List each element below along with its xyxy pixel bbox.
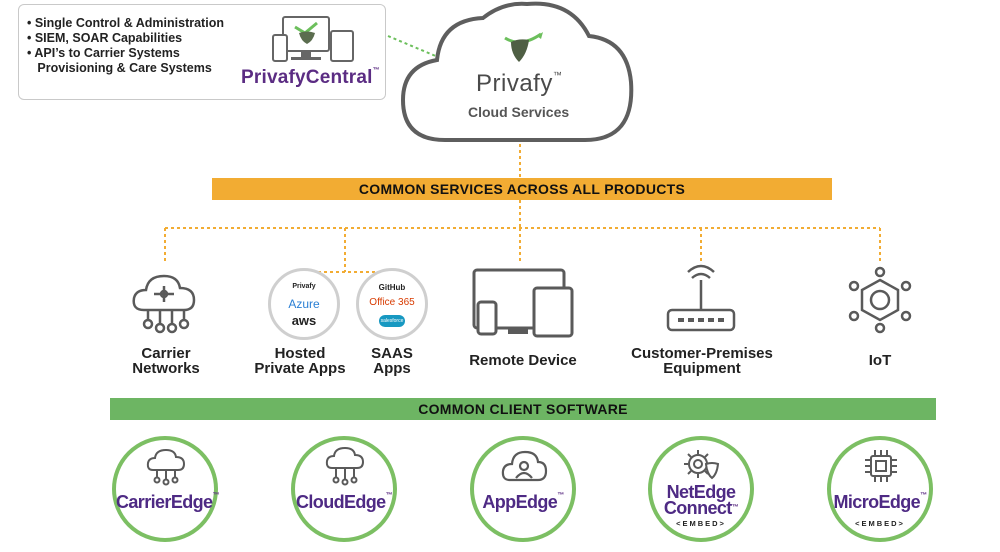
trademark-mark: ™ [920, 492, 927, 499]
azure-label: Azure [288, 297, 320, 311]
management-features-box: • Single Control & Administration • SIEM… [18, 4, 386, 100]
category-label: Private Apps [254, 360, 346, 377]
product-name: CarrierEdge [116, 492, 213, 512]
category-carrier-networks: Carrier Networks [110, 346, 222, 376]
trademark-mark: ™ [557, 492, 564, 499]
saas-apps-badge: GitHub Office 365 salesforce [356, 268, 428, 340]
embed-label: <EMBED> [676, 519, 726, 528]
trademark-mark: ™ [731, 504, 739, 511]
hosted-apps-badge: Privafy Azure aws [268, 268, 340, 340]
trademark-mark: ™ [385, 492, 393, 499]
category-hosted-private-apps: Hosted Private Apps [240, 346, 360, 376]
product-appedge: AppEdge™ [470, 436, 576, 542]
trademark-mark: ™ [372, 67, 380, 74]
category-saas-apps: SAAS Apps [352, 346, 432, 376]
category-iot: IoT [840, 353, 920, 368]
category-label: Hosted [274, 345, 326, 362]
gear-shield-icon [684, 450, 720, 480]
product-name: NetEdge [666, 482, 736, 502]
category-label: SAAS [371, 345, 413, 362]
aws-label: aws [291, 313, 317, 328]
chip-icon [865, 450, 897, 482]
category-label: Carrier [141, 345, 191, 362]
product-name: Connect [663, 498, 732, 518]
cloud-network-icon [325, 446, 365, 486]
category-label: Customer-Premises [631, 345, 773, 362]
feature-bullet: • API’s to Carrier Systems [27, 46, 180, 60]
router-icon [666, 264, 736, 332]
product-microedge: MicroEdge™ <EMBED> [827, 436, 933, 542]
github-label: GitHub [378, 283, 406, 292]
product-cloudedge: CloudEdge™ [291, 436, 397, 542]
category-label: Remote Device [469, 352, 577, 369]
cloud-shape [400, 1, 634, 142]
devices-icon [272, 16, 354, 62]
feature-bullet: Provisioning & Care Systems [27, 61, 212, 75]
product-name: CloudEdge [296, 492, 386, 512]
category-customer-premises-equipment: Customer-Premises Equipment [612, 346, 792, 376]
product-netedge-connect: NetEdge Connect™ <EMBED> [648, 436, 754, 542]
cloud-services-subtitle: Cloud Services [468, 104, 570, 120]
common-services-bar: COMMON SERVICES ACROSS ALL PRODUCTS [212, 178, 832, 200]
cloud-user-icon [501, 450, 548, 482]
common-client-software-bar: COMMON CLIENT SOFTWARE [110, 398, 936, 420]
privafy-logo: Privafy [476, 70, 553, 97]
privafy-label: Privafy [292, 283, 316, 290]
product-name: MicroEdge [833, 492, 921, 512]
feature-bullet: • Single Control & Administration [27, 16, 224, 30]
product-name: AppEdge [482, 492, 558, 512]
trademark-mark: ™ [552, 70, 563, 80]
cloud-network-icon [146, 448, 186, 486]
category-label: Apps [373, 360, 411, 377]
embed-label: <EMBED> [855, 519, 905, 528]
category-label: Networks [132, 360, 200, 377]
office365-label: Office 365 [369, 297, 415, 308]
devices-icon [472, 268, 574, 338]
category-remote-device: Remote Device [450, 353, 596, 368]
cloud-network-icon [132, 274, 196, 334]
privafycentral-logo: PrivafyCentral [241, 67, 373, 88]
salesforce-label: salesforce [379, 315, 405, 327]
category-label: Equipment [663, 360, 741, 377]
iot-hub-icon [848, 266, 912, 334]
product-carrieredge: CarrierEdge™ [112, 436, 220, 542]
category-label: IoT [868, 352, 892, 369]
feature-bullet: • SIEM, SOAR Capabilities [27, 31, 183, 45]
trademark-mark: ™ [212, 492, 219, 499]
privafy-shield-icon [504, 32, 543, 62]
